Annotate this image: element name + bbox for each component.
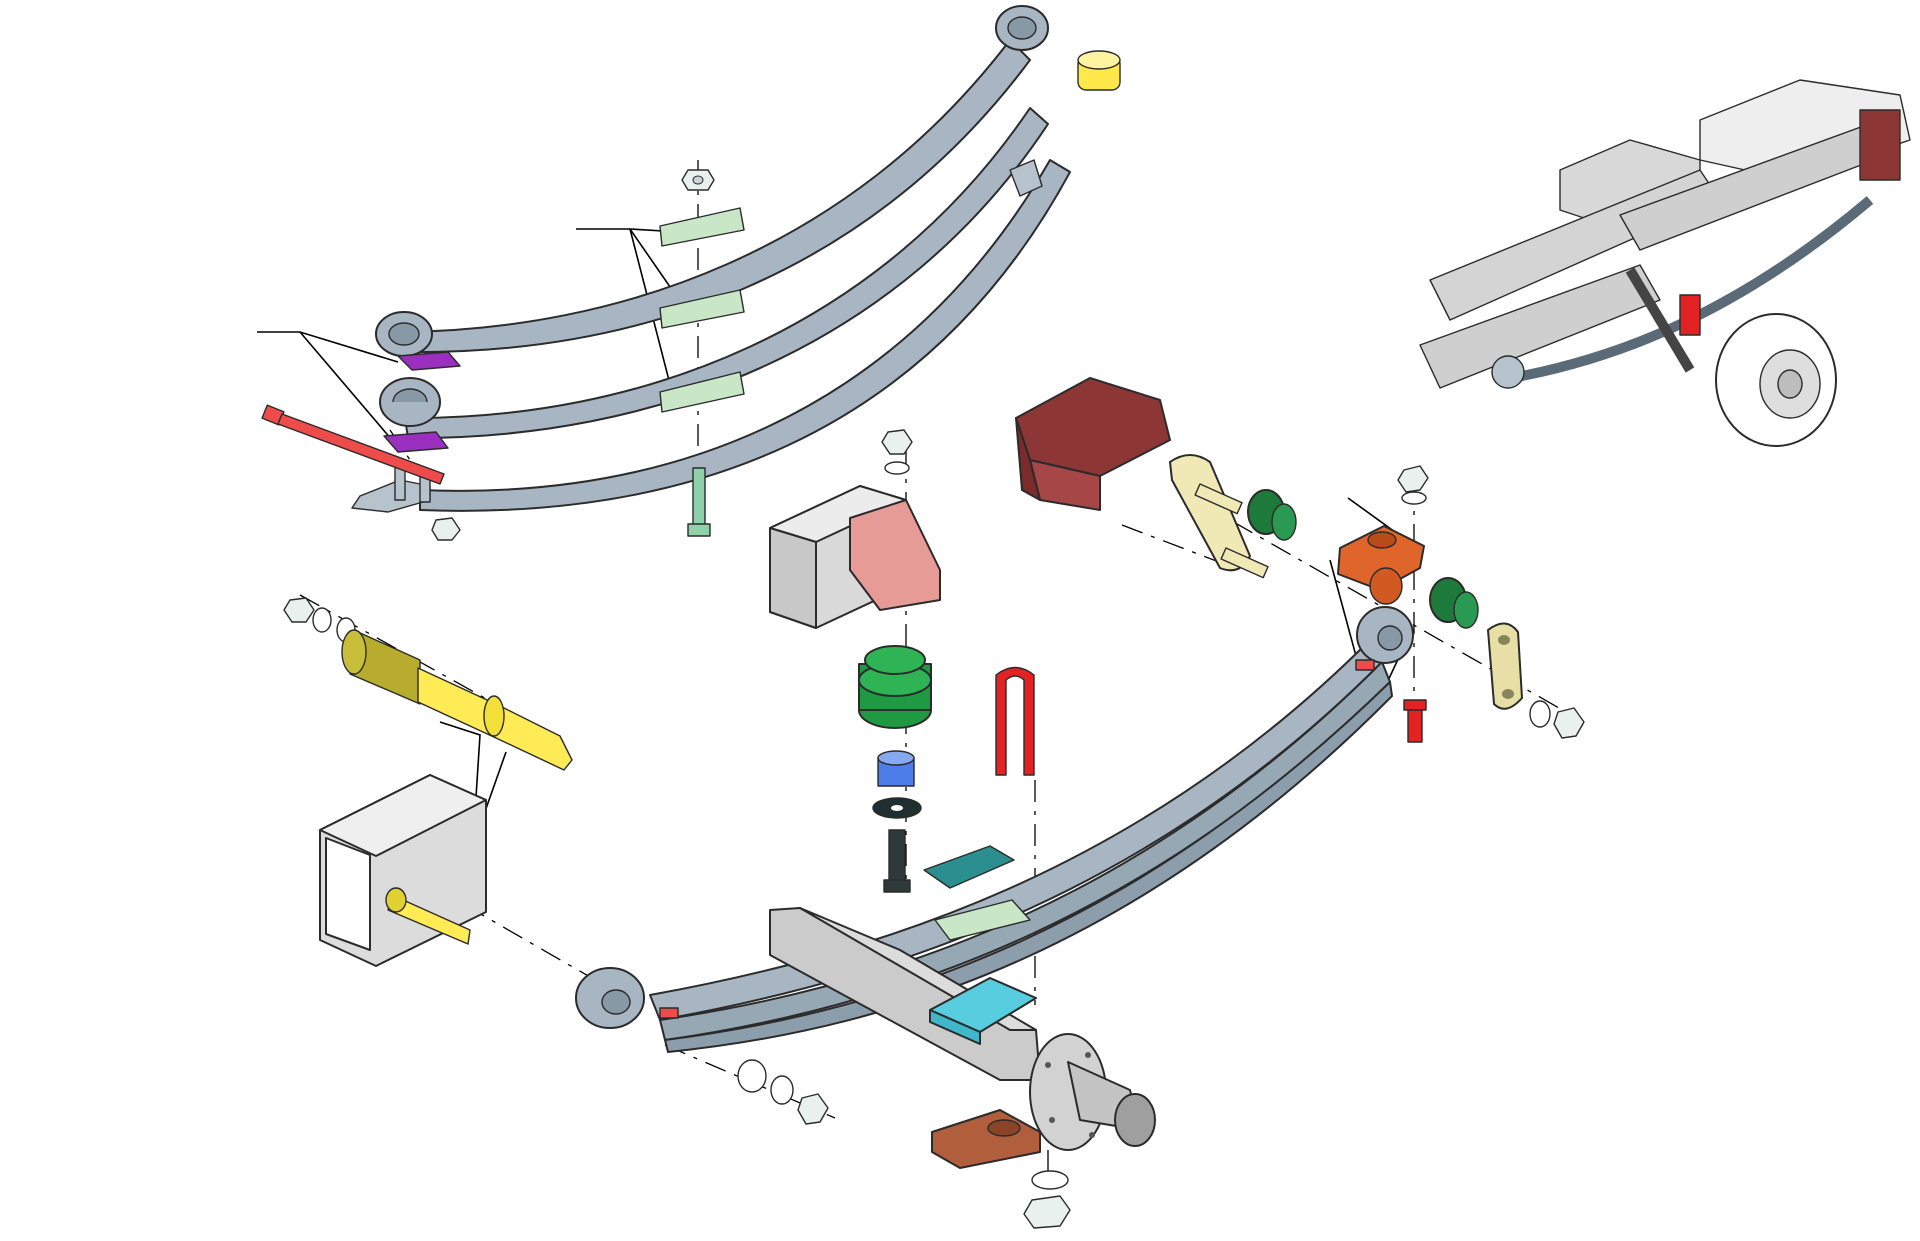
- orange-spring-hanger: [1337, 525, 1425, 605]
- eye-bolt-nut: [431, 517, 461, 541]
- shackle-plate-left: [1169, 454, 1269, 579]
- yellow-bushing-upper: [1077, 50, 1121, 91]
- teal-pad: [923, 845, 1015, 889]
- liner-pad-1: [659, 207, 745, 247]
- bracket-bolt-nut: [881, 429, 913, 475]
- inset-brake-drum: [1715, 313, 1837, 447]
- upper-leaf-spring: [261, 5, 1121, 541]
- hanger-top-nut: [1397, 465, 1429, 505]
- dark-green-bushing-2: [1429, 577, 1479, 629]
- dark-green-bushing-1: [1247, 489, 1297, 541]
- red-hanger-bolt: [1403, 699, 1427, 743]
- blue-buffer: [877, 750, 915, 787]
- center-bump-stop-stack: [769, 429, 941, 893]
- rubber-bump-stop: [858, 645, 932, 729]
- rear-hanger-bracket: [1015, 377, 1171, 511]
- axle-flange-bolts: [1045, 1052, 1095, 1138]
- rebound-clip-lower: [351, 479, 431, 513]
- axle-hub: [1114, 1093, 1156, 1147]
- pin-nut: [283, 597, 315, 623]
- center-bolt: [687, 467, 711, 537]
- center-bolt-nut: [681, 169, 715, 191]
- yellow-shackle-pin: [417, 667, 573, 771]
- u-bolt: [995, 666, 1035, 776]
- violet-spacer-2: [383, 431, 449, 453]
- liner-pad-3: [659, 371, 745, 413]
- lower-rear-eye: [1356, 606, 1414, 664]
- main-leaf: [399, 39, 1031, 354]
- second-leaf: [404, 107, 1049, 440]
- pin-washer-1: [312, 607, 332, 633]
- buffer-bolt: [883, 829, 911, 893]
- center-clamp-block: [934, 899, 1031, 941]
- assembled-view-inset: [1419, 79, 1911, 447]
- rear-shackle-hardware: [1529, 700, 1585, 739]
- front-washer-2: [770, 1075, 794, 1105]
- third-leaf: [419, 159, 1071, 512]
- axle-bottom-nut: [1023, 1170, 1071, 1229]
- lower-front-eye: [575, 967, 645, 1029]
- rebound-clip-upper: [1009, 159, 1043, 197]
- leader-lines: [257, 228, 1421, 891]
- eye-bolt-red: [261, 404, 445, 485]
- liner-pad-2: [659, 289, 745, 329]
- front-eye-hardware: [737, 1059, 829, 1125]
- olive-bushing: [341, 629, 421, 705]
- cyan-spring-pad: [929, 977, 1037, 1045]
- shackle-pin-assembly: [283, 597, 573, 771]
- front-washer-1: [737, 1059, 767, 1093]
- left-frame-section: [319, 774, 487, 967]
- spring-seat-bracket: [931, 1109, 1041, 1169]
- shackle-pin-lower: [385, 887, 471, 945]
- shackle-plate-right: [1487, 622, 1523, 710]
- bump-stop-bracket: [769, 485, 941, 629]
- violet-spacer-1: [397, 351, 461, 371]
- front-nut: [797, 1093, 829, 1125]
